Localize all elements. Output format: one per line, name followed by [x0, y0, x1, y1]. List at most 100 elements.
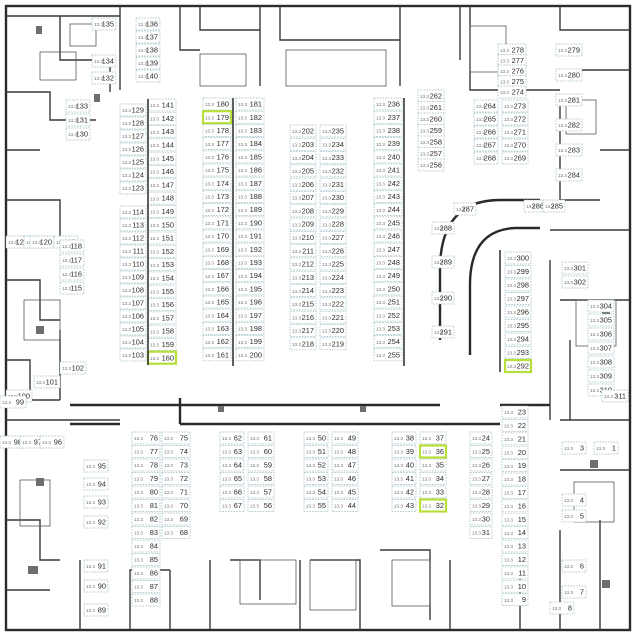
parking-bay-306[interactable]: 13.3306: [587, 327, 615, 341]
parking-bay-231[interactable]: 13.3231: [319, 177, 347, 191]
parking-bay-205[interactable]: 13.3205: [289, 164, 317, 178]
parking-bay-74[interactable]: 13.374: [161, 445, 191, 458]
parking-bay-298[interactable]: 13.3298: [504, 278, 532, 292]
parking-bay-221[interactable]: 13.3221: [319, 310, 347, 324]
parking-bay-216[interactable]: 13.3216: [289, 310, 317, 324]
parking-bay-234[interactable]: 13.3234: [319, 137, 347, 151]
parking-bay-45[interactable]: 13.345: [331, 485, 359, 499]
parking-bay-14[interactable]: 13.314: [501, 526, 529, 539]
parking-bay-227[interactable]: 13.3227: [319, 231, 347, 244]
parking-bay-37[interactable]: 13.337: [419, 431, 447, 445]
parking-bay-150[interactable]: 13.3150: [147, 218, 177, 232]
parking-bay-75[interactable]: 13.375: [161, 431, 191, 445]
parking-bay-145[interactable]: 13.3145: [147, 151, 177, 165]
parking-bay-35[interactable]: 13.335: [419, 458, 447, 472]
parking-bay-50[interactable]: 13.350: [303, 431, 329, 445]
parking-bay-46[interactable]: 13.346: [331, 472, 359, 485]
parking-bay-185[interactable]: 13.3185: [235, 150, 265, 164]
parking-bay-211[interactable]: 13.3211: [289, 244, 317, 258]
parking-bay-41[interactable]: 13.341: [391, 472, 417, 485]
parking-bay-61[interactable]: 13.361: [247, 431, 275, 445]
parking-bay-170[interactable]: 13.3170: [202, 229, 232, 243]
parking-bay-116[interactable]: 13.3116: [59, 267, 85, 281]
parking-bay-203[interactable]: 13.3203: [289, 137, 317, 151]
parking-bay-34[interactable]: 13.334: [419, 472, 447, 485]
parking-bay-108[interactable]: 13.3108: [119, 283, 147, 297]
parking-bay-291[interactable]: 13.3291: [431, 325, 455, 339]
parking-bay-90[interactable]: 13.390: [83, 579, 109, 593]
parking-bay-296[interactable]: 13.3296: [504, 305, 532, 319]
parking-bay-63[interactable]: 13.363: [219, 445, 245, 458]
parking-bay-52[interactable]: 13.352: [303, 458, 329, 472]
parking-bay-53[interactable]: 13.353: [303, 472, 329, 485]
parking-bay-308[interactable]: 13.3308: [587, 355, 615, 369]
parking-bay-97[interactable]: 13.397: [19, 435, 45, 449]
parking-bay-155[interactable]: 13.3155: [147, 284, 177, 298]
parking-bay-139[interactable]: 13.3139: [135, 56, 161, 70]
parking-bay-117[interactable]: 13.3117: [59, 253, 85, 267]
parking-bay-48[interactable]: 13.348: [331, 445, 359, 458]
parking-bay-21[interactable]: 13.321: [501, 432, 529, 446]
parking-bay-214[interactable]: 13.3214: [289, 284, 317, 297]
parking-bay-202[interactable]: 13.3202: [289, 124, 317, 138]
parking-bay-187[interactable]: 13.3187: [235, 176, 265, 190]
parking-bay-272[interactable]: 13.3272: [501, 112, 529, 126]
parking-bay-257[interactable]: 13.3257: [417, 147, 445, 160]
parking-bay-292[interactable]: 13.3292: [503, 358, 533, 374]
parking-bay-58[interactable]: 13.358: [247, 472, 275, 485]
parking-bay-44[interactable]: 13.344: [331, 499, 359, 512]
parking-bay-103[interactable]: 13.3103: [119, 348, 147, 362]
parking-bay-240[interactable]: 13.3240: [373, 150, 403, 164]
parking-bay-166[interactable]: 13.3166: [202, 282, 232, 296]
parking-bay-109[interactable]: 13.3109: [119, 270, 147, 284]
parking-bay-304[interactable]: 13.3304: [587, 299, 615, 313]
parking-bay-204[interactable]: 13.3204: [289, 151, 317, 164]
parking-bay-262[interactable]: 13.3262: [417, 89, 445, 103]
parking-bay-244[interactable]: 13.3244: [373, 203, 403, 216]
parking-bay-193[interactable]: 13.3193: [235, 256, 265, 269]
parking-bay-161[interactable]: 13.3161: [202, 348, 232, 362]
parking-bay-181[interactable]: 13.3181: [235, 97, 265, 111]
parking-bay-163[interactable]: 13.3163: [202, 322, 232, 335]
parking-bay-78[interactable]: 13.378: [131, 458, 161, 472]
parking-bay-281[interactable]: 13.3281: [555, 93, 583, 107]
parking-bay-280[interactable]: 13.3280: [555, 68, 583, 82]
parking-bay-27[interactable]: 13.327: [469, 472, 493, 485]
parking-bay-194[interactable]: 13.3194: [235, 269, 265, 282]
parking-bay-132[interactable]: 13.3132: [91, 71, 117, 85]
parking-bay-1[interactable]: 13.31: [593, 441, 619, 455]
parking-bay-261[interactable]: 13.3261: [417, 101, 445, 114]
parking-bay-250[interactable]: 13.3250: [373, 282, 403, 296]
parking-bay-126[interactable]: 13.3126: [119, 142, 147, 156]
parking-bay-105[interactable]: 13.3105: [119, 322, 147, 336]
parking-bay-118[interactable]: 13.3118: [59, 239, 85, 253]
parking-bay-115[interactable]: 13.3115: [59, 281, 85, 295]
parking-bay-19[interactable]: 13.319: [501, 459, 529, 472]
parking-bay-299[interactable]: 13.3299: [504, 265, 532, 278]
parking-bay-11[interactable]: 13.311: [501, 566, 529, 580]
parking-bay-70[interactable]: 13.370: [161, 499, 191, 512]
parking-bay-22[interactable]: 13.322: [501, 419, 529, 432]
parking-bay-284[interactable]: 13.3284: [555, 168, 583, 182]
parking-bay-84[interactable]: 13.384: [131, 539, 161, 553]
parking-bay-113[interactable]: 13.3113: [119, 218, 147, 232]
parking-bay-92[interactable]: 13.392: [83, 515, 109, 529]
parking-bay-93[interactable]: 13.393: [83, 495, 109, 509]
parking-bay-140[interactable]: 13.3140: [135, 69, 161, 83]
parking-bay-305[interactable]: 13.3305: [587, 313, 615, 327]
parking-bay-162[interactable]: 13.3162: [202, 335, 232, 348]
parking-bay-111[interactable]: 13.3111: [119, 244, 147, 258]
parking-bay-271[interactable]: 13.3271: [501, 125, 529, 139]
parking-bay-25[interactable]: 13.325: [469, 445, 493, 458]
parking-bay-169[interactable]: 13.3169: [202, 242, 232, 256]
parking-bay-102[interactable]: 13.3102: [59, 361, 87, 375]
parking-bay-66[interactable]: 13.366: [219, 485, 245, 499]
parking-bay-223[interactable]: 13.3223: [319, 284, 347, 297]
parking-bay-83[interactable]: 13.383: [131, 526, 161, 539]
parking-bay-260[interactable]: 13.3260: [417, 112, 445, 126]
parking-bay-73[interactable]: 13.373: [161, 458, 191, 472]
parking-bay-125[interactable]: 13.3125: [119, 155, 147, 169]
parking-bay-165[interactable]: 13.3165: [202, 295, 232, 309]
parking-bay-143[interactable]: 13.3143: [147, 125, 177, 138]
parking-bay-137[interactable]: 13.3137: [135, 30, 161, 44]
